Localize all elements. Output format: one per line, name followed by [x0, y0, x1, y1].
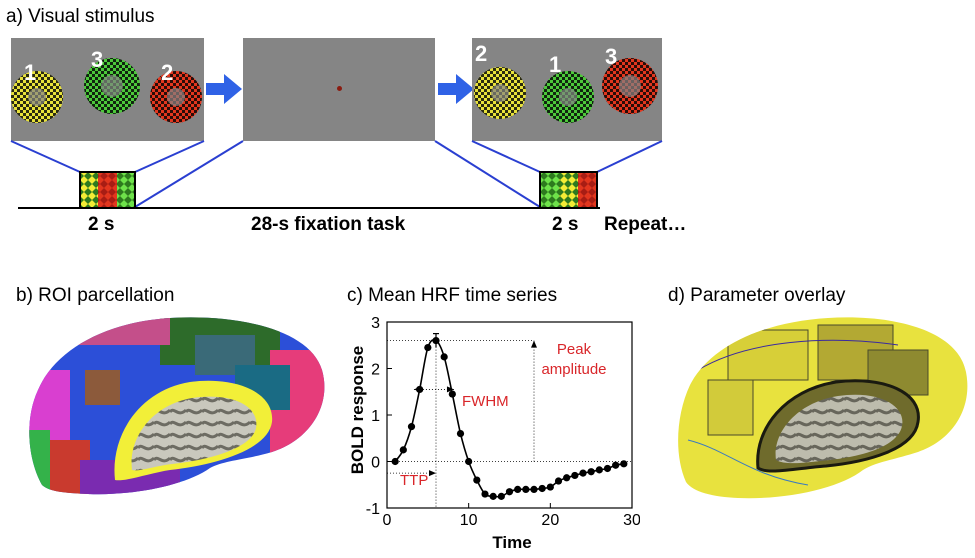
- data-point: [481, 490, 488, 497]
- fixation-task-label: 28-s fixation task: [251, 214, 405, 236]
- ttp-arrowhead: [429, 470, 436, 476]
- checker-block-left: [80, 172, 135, 208]
- panel-c-title: c) Mean HRF time series: [347, 285, 557, 307]
- peak-annotation-line2: amplitude: [541, 361, 606, 378]
- peak-amplitude-arrowhead: [531, 341, 537, 348]
- data-point: [547, 483, 554, 490]
- data-point: [416, 386, 423, 393]
- data-point: [620, 460, 627, 467]
- data-point: [400, 446, 407, 453]
- data-point: [473, 477, 480, 484]
- data-point: [465, 458, 472, 465]
- parameter-overlay-brain: [668, 310, 973, 510]
- data-point: [539, 485, 546, 492]
- x-tick-label: 20: [541, 512, 559, 529]
- panel-d-title: d) Parameter overlay: [668, 285, 845, 307]
- data-point: [530, 486, 537, 493]
- data-point: [522, 486, 529, 493]
- duration-label-2s: 2 s: [552, 214, 578, 236]
- data-point: [424, 344, 431, 351]
- y-tick-label: 3: [371, 315, 380, 332]
- panel-b-title: b) ROI parcellation: [16, 285, 174, 307]
- data-point: [457, 430, 464, 437]
- data-point: [449, 390, 456, 397]
- x-tick-label: 10: [460, 512, 478, 529]
- fwhm-annotation: FWHM: [462, 393, 509, 410]
- y-tick-label: 2: [371, 362, 380, 379]
- duration-label-2s: 2 s: [88, 214, 114, 236]
- x-axis-label: Time: [492, 533, 531, 552]
- data-point: [579, 470, 586, 477]
- y-tick-label: -1: [366, 501, 380, 518]
- x-tick-label: 0: [383, 512, 392, 529]
- data-point: [555, 477, 562, 484]
- data-point: [498, 493, 505, 500]
- data-point: [604, 465, 611, 472]
- data-point: [392, 458, 399, 465]
- x-tick-label: 30: [623, 512, 640, 529]
- ttp-annotation: TTP: [400, 472, 428, 489]
- data-point: [588, 468, 595, 475]
- data-point: [441, 353, 448, 360]
- data-point: [408, 423, 415, 430]
- data-point: [490, 493, 497, 500]
- data-point: [596, 466, 603, 473]
- data-point: [432, 337, 439, 344]
- data-point: [571, 472, 578, 479]
- checker-block-right: [540, 172, 597, 208]
- repeat-label: Repeat…: [604, 214, 686, 236]
- peak-annotation-line1: Peak: [557, 341, 592, 358]
- data-point: [514, 486, 521, 493]
- data-point: [563, 474, 570, 481]
- y-tick-label: 1: [371, 408, 380, 425]
- roi-parcellation-brain: [10, 310, 330, 510]
- timeline-graphic: [0, 0, 975, 245]
- y-tick-label: 0: [371, 455, 380, 472]
- data-point: [612, 462, 619, 469]
- y-axis-label: BOLD response: [348, 346, 367, 474]
- data-point: [506, 488, 513, 495]
